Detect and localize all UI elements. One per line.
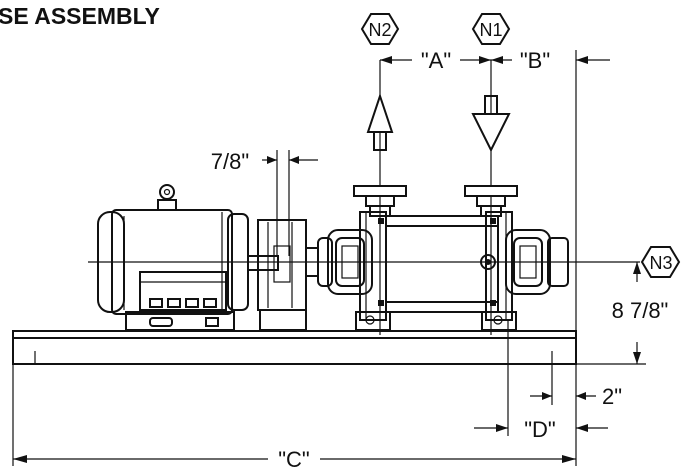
dim-centerline-height-label: 8 7/8" bbox=[612, 298, 669, 323]
dim-c: "C" bbox=[13, 447, 576, 472]
n1-tag: N1 bbox=[471, 13, 511, 45]
dim-shaft-width: 7/8" bbox=[211, 149, 318, 256]
dim-b-label: "B" bbox=[520, 48, 550, 73]
n3-label: N3 bbox=[649, 253, 672, 273]
base-plate bbox=[12, 330, 577, 365]
n1-label: N1 bbox=[479, 20, 502, 40]
dim-shaft-width-label: 7/8" bbox=[211, 149, 249, 174]
inlet-flow-arrow bbox=[471, 95, 511, 153]
n3-tag: N3 bbox=[640, 246, 681, 278]
dim-centerline-height: 8 7/8" bbox=[576, 262, 669, 365]
n2-label: N2 bbox=[368, 20, 391, 40]
n2-tag: N2 bbox=[360, 13, 400, 45]
dim-d: "D" bbox=[474, 320, 608, 442]
drawing-title: SE ASSEMBLY bbox=[0, 3, 160, 29]
dim-a: "A" bbox=[380, 48, 491, 73]
dim-c-label: "C" bbox=[278, 447, 310, 472]
outlet-flow-arrow bbox=[366, 92, 394, 151]
dim-a-label: "A" bbox=[421, 48, 451, 73]
dim-b: "B" bbox=[491, 48, 610, 73]
dim-edge-offset-label: 2" bbox=[602, 384, 622, 409]
coupling-guard bbox=[247, 219, 319, 331]
vacuum-pump bbox=[317, 211, 569, 331]
dim-d-label: "D" bbox=[524, 417, 556, 442]
motor bbox=[97, 184, 249, 331]
dim-edge-offset: 2" bbox=[530, 364, 622, 409]
